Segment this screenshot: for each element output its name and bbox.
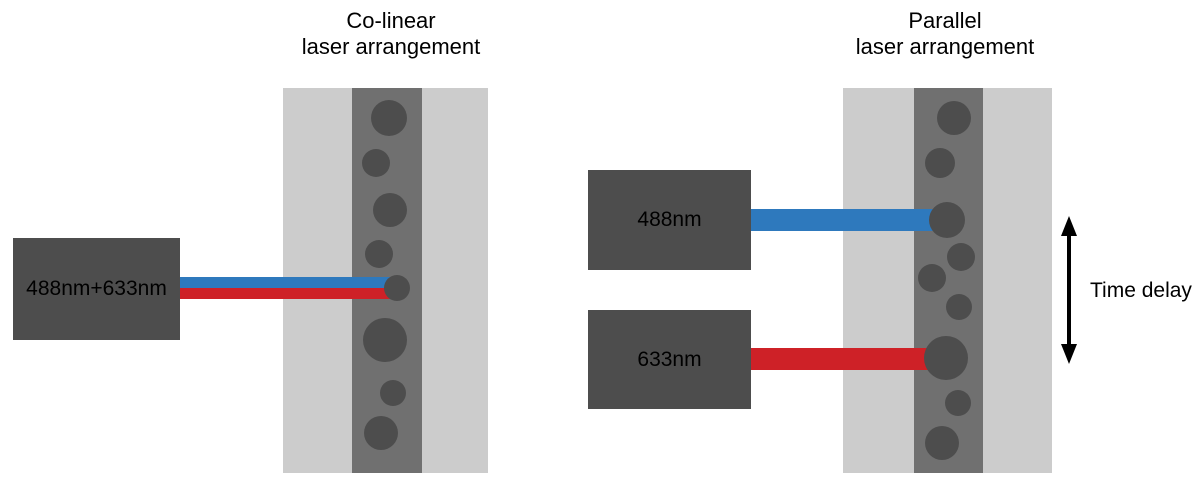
time-delay-arrow-icon [1061,216,1077,364]
particle [945,390,971,416]
particle [947,243,975,271]
particle [373,193,407,227]
particle [363,318,407,362]
parallel-beam-633-icon [751,348,931,370]
colinear-beam-488-icon [180,277,393,288]
parallel-beam-488-icon [751,209,935,231]
particle [371,100,407,136]
laser-633-label: 633nm [637,347,702,371]
laser-633-box: 633nm [588,310,751,409]
particle [929,202,965,238]
particle [924,336,968,380]
particle [918,264,946,292]
particle [384,275,410,301]
parallel-title: Parallel laser arrangement [855,8,1035,59]
particle [937,101,971,135]
particle [946,294,972,320]
time-delay-label: Time delay [1090,279,1192,302]
laser-488-box: 488nm [588,170,751,270]
particle [365,240,393,268]
particle [364,416,398,450]
laser-488-label: 488nm [637,208,702,231]
parallel-particles [843,88,1052,473]
particle [925,426,959,460]
particle [380,380,406,406]
colinear-laser-box: 488nm+633nm [13,238,180,340]
colinear-laser-label: 488nm+633nm [26,277,167,300]
colinear-beam-633-icon [180,288,393,299]
particle [362,149,390,177]
colinear-particles [283,88,488,473]
colinear-title: Co-linear laser arrangement [301,8,481,59]
particle [925,148,955,178]
